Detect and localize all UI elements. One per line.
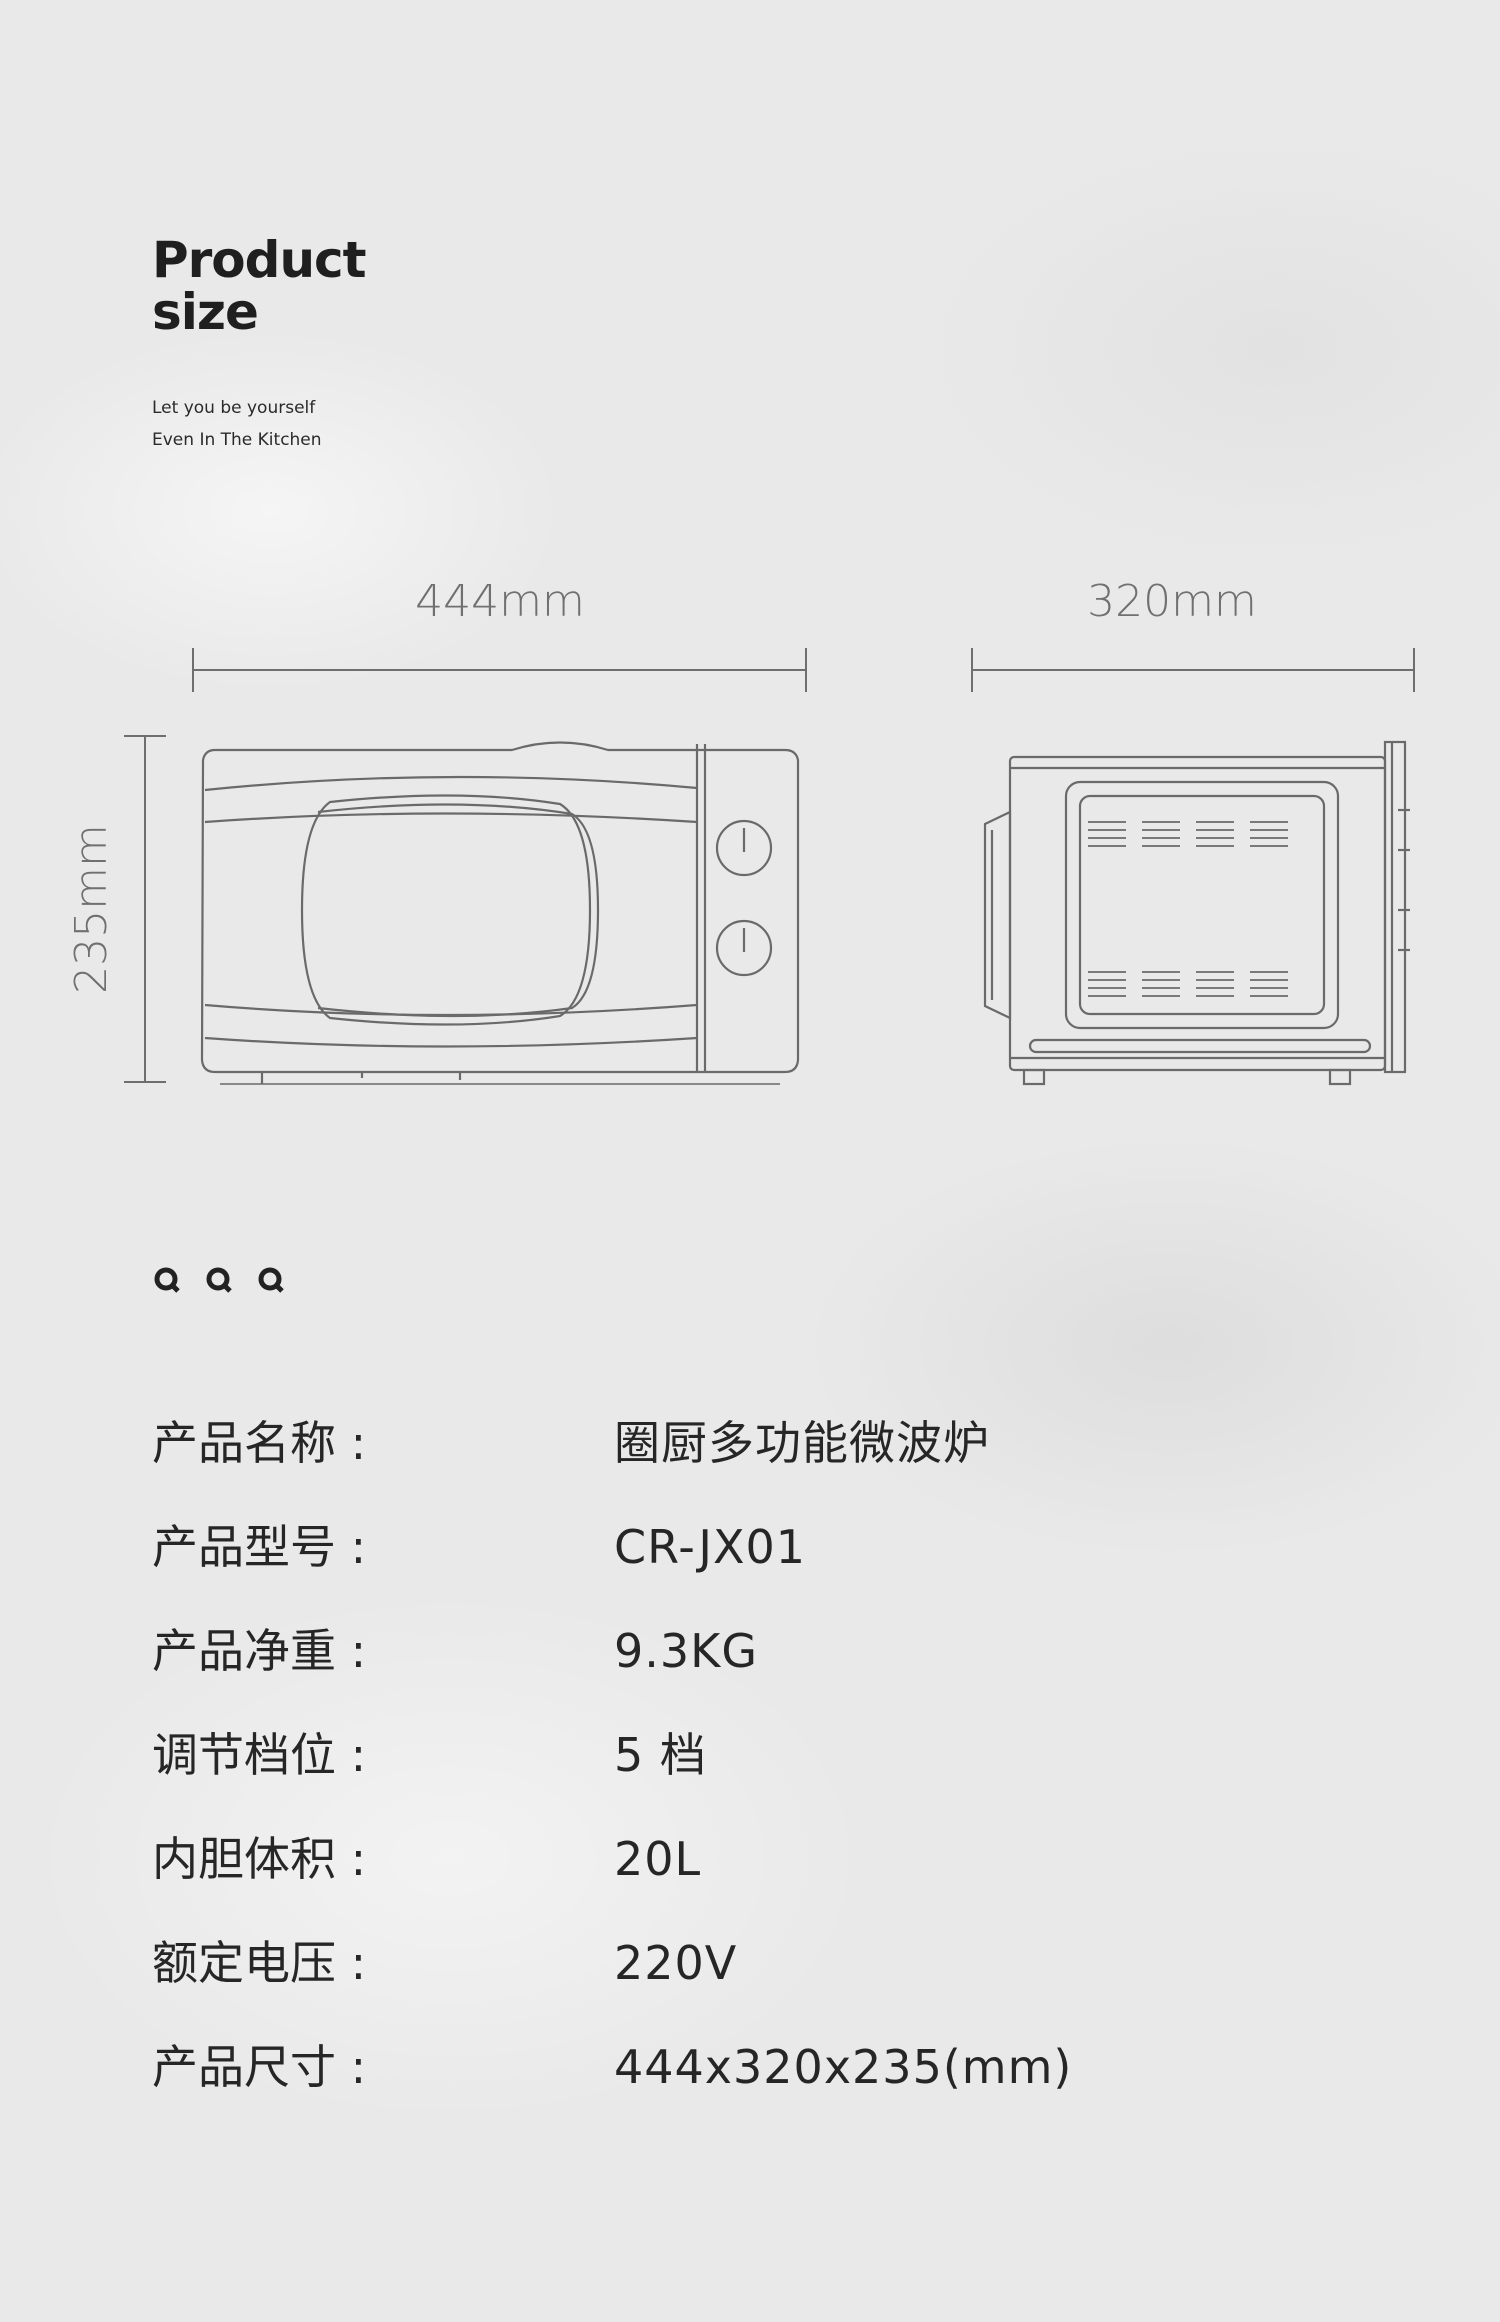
spec-row-size: 产品尺寸 : 444x320x235(mm) xyxy=(152,2032,1352,2102)
spec-value: 9.3KG xyxy=(614,1624,758,1678)
microwave-side-view xyxy=(983,740,1410,1086)
search-icon xyxy=(258,1267,284,1293)
spec-label: 调节档位 : xyxy=(152,1728,367,1782)
page-title: Product size xyxy=(152,231,367,341)
height-dimension xyxy=(124,735,166,1083)
tagline: Let you be yourself Even In The Kitchen xyxy=(152,392,322,456)
tagline-line2: Even In The Kitchen xyxy=(152,430,322,450)
depth-dimension xyxy=(971,648,1415,692)
spec-label: 产品名称 : xyxy=(152,1416,367,1470)
spec-row-name: 产品名称 : 圈厨多功能微波炉 xyxy=(152,1408,1352,1478)
spec-label: 产品尺寸 : xyxy=(152,2040,367,2094)
dimension-drawing: 444mm 320mm 235mm xyxy=(66,576,1415,1086)
spec-label: 内胆体积 : xyxy=(152,1832,367,1886)
spec-value: 5 档 xyxy=(614,1728,707,1782)
page-title-line1: Product xyxy=(152,231,367,289)
spec-label: 额定电压 : xyxy=(152,1936,367,1990)
microwave-front-view xyxy=(200,741,800,1085)
width-dimension xyxy=(192,648,807,692)
search-icon xyxy=(206,1267,232,1293)
spec-row-weight: 产品净重 : 9.3KG xyxy=(152,1616,1352,1686)
icon-row xyxy=(154,1267,284,1293)
spec-value: 20L xyxy=(614,1832,702,1886)
spec-value: 444x320x235(mm) xyxy=(614,2040,1073,2094)
spec-value: 圈厨多功能微波炉 xyxy=(614,1416,990,1470)
spec-row-model: 产品型号 : CR-JX01 xyxy=(152,1512,1352,1582)
page-title-line2: size xyxy=(152,283,259,341)
spec-value: 220V xyxy=(614,1936,738,1990)
spec-label: 产品型号 : xyxy=(152,1520,367,1574)
spec-row-voltage: 额定电压 : 220V xyxy=(152,1928,1352,1998)
spec-value: CR-JX01 xyxy=(614,1520,806,1574)
width-label: 444mm xyxy=(415,576,585,627)
height-label: 235mm xyxy=(66,824,117,994)
tagline-line1: Let you be yourself xyxy=(152,398,316,418)
depth-label: 320mm xyxy=(1087,576,1257,627)
spec-label: 产品净重 : xyxy=(152,1624,367,1678)
spec-row-levels: 调节档位 : 5 档 xyxy=(152,1720,1352,1790)
spec-row-capacity: 内胆体积 : 20L xyxy=(152,1824,1352,1894)
search-icon xyxy=(154,1267,180,1293)
